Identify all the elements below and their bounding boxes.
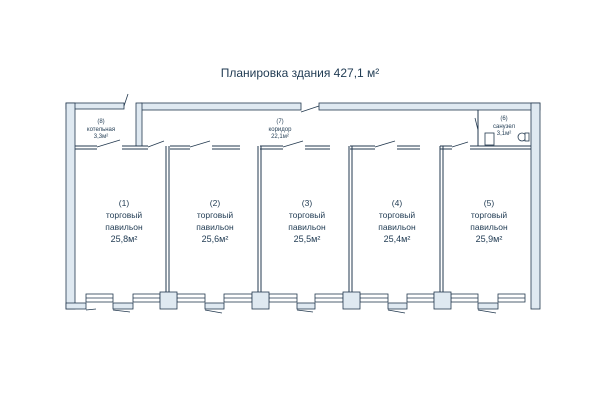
bottom-wall-segment [387, 302, 408, 310]
door [189, 140, 211, 148]
pavilion-label-5: (5) торговый павильон 25,9м² [470, 198, 508, 244]
bottom-wall-segment [296, 302, 316, 310]
pavilion-label-4: (4) торговый павильон 25,4м² [378, 198, 416, 244]
door [96, 139, 121, 148]
bottom-wall-segment [65, 302, 87, 310]
pavilion-label-3: (3) торговый павильон 25,5м² [288, 198, 326, 244]
bottom-wall-segment [477, 302, 499, 310]
boiler-partition [135, 102, 143, 147]
room-label-corridor: (7) коридор 22,1м² [268, 119, 292, 140]
toilet-tank-icon [524, 132, 530, 142]
entrance-door [123, 93, 129, 107]
door [147, 140, 165, 148]
plan-title: Планировка здания 427,1 м² [220, 66, 380, 80]
left-wall [65, 102, 76, 310]
pavilion-label-1: (1) торговый павильон 25,8м² [105, 198, 143, 244]
sink-icon [484, 132, 495, 146]
pavilion-label-2: (2) торговый павильон 25,6м² [196, 198, 234, 244]
column [159, 291, 178, 310]
bottom-wall-segment [204, 302, 225, 310]
door [451, 141, 469, 148]
column [433, 291, 452, 310]
right-wall [530, 102, 541, 310]
room-label-bathroom: (6) санузел 3,1м² [493, 116, 515, 137]
door [474, 117, 479, 131]
bottom-wall-segment [112, 302, 134, 310]
entrance-door [300, 105, 320, 113]
door [282, 140, 304, 148]
top-wall-middle [140, 102, 302, 111]
column [342, 291, 361, 310]
column [251, 291, 270, 310]
door [374, 140, 396, 148]
top-wall-right [318, 102, 541, 111]
room-label-boiler: (8) котельная 3,3м² [86, 119, 116, 140]
